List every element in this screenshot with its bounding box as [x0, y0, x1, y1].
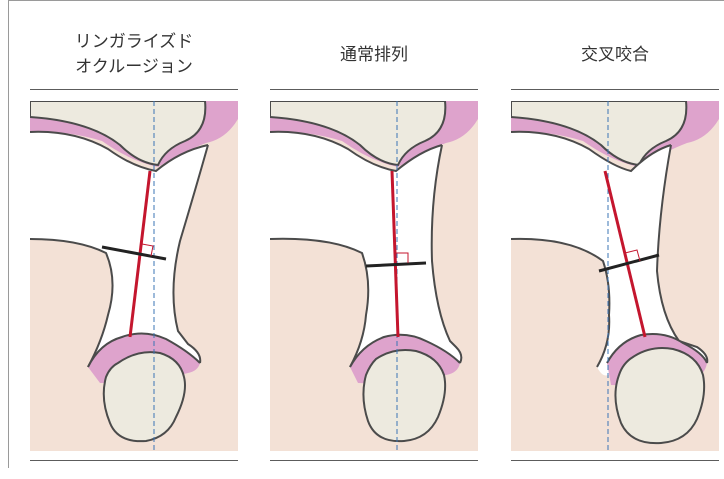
panel-cross-bite: 交叉咬合 — [511, 0, 719, 479]
panel-title-normal: 通常排列 — [270, 22, 478, 88]
panel-title-cross: 交叉咬合 — [511, 22, 719, 88]
ringalized-diagram — [30, 101, 238, 451]
normal-diagram — [270, 101, 478, 451]
lower-tooth — [615, 348, 704, 443]
panel-bottom-rule — [270, 460, 478, 461]
panel-title-ringalized: リンガライズド オクルージョン — [30, 22, 238, 88]
panel-normal-arrangement: 通常排列 — [270, 0, 478, 479]
panel-top-rule — [30, 89, 238, 90]
figure-frame-left — [8, 0, 9, 468]
panel-top-rule — [511, 89, 719, 90]
panel-bottom-rule — [511, 460, 719, 461]
cross-bite-diagram — [511, 101, 719, 451]
panel-top-rule — [270, 89, 478, 90]
panel-ringalized-occlusion: リンガライズド オクルージョン — [30, 0, 238, 479]
panel-bottom-rule — [30, 460, 238, 461]
